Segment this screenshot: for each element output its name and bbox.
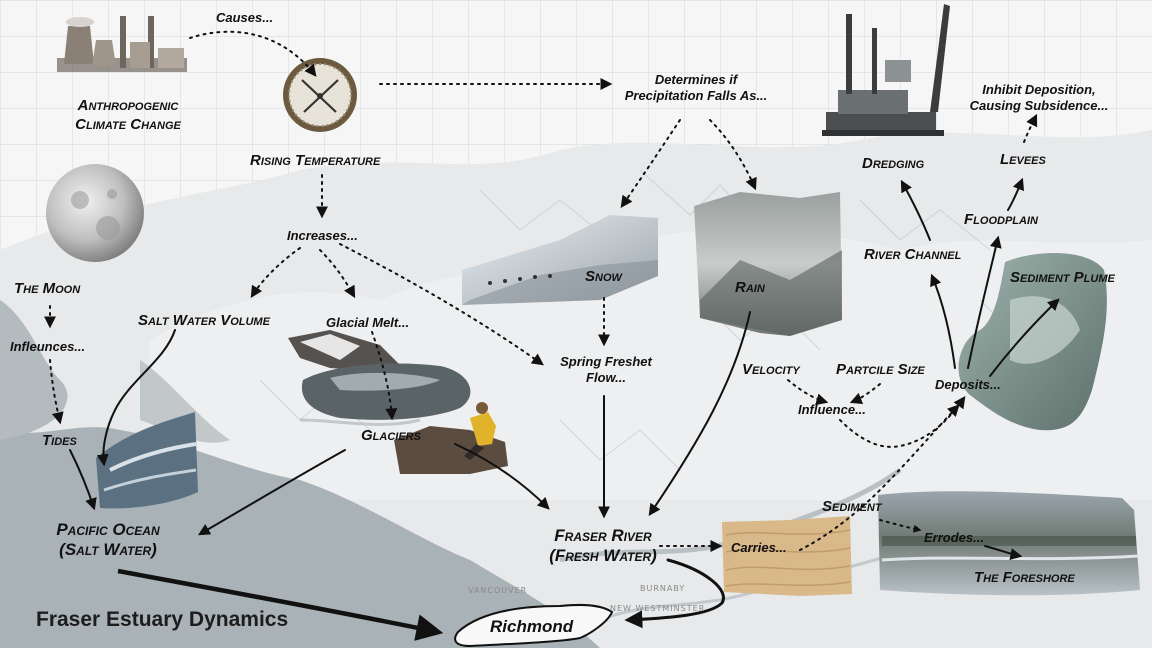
label-rising-temperature: Rising Temperature xyxy=(250,152,381,169)
arrow-influences-tides xyxy=(49,359,64,425)
label-velocity: Velocity xyxy=(742,361,800,378)
moon-image xyxy=(46,164,144,262)
label-salt-water: (Salt Water) xyxy=(59,540,157,559)
arrow-river-richmond xyxy=(624,558,725,629)
richmond-outline xyxy=(454,603,614,648)
glacier-image xyxy=(288,330,471,420)
arrow-inc-glacial xyxy=(319,249,356,299)
label-anthropogenic: Anthropogenic xyxy=(77,97,179,114)
label-determines-line1: Determines if xyxy=(654,72,738,87)
label-errodes: Errodes... xyxy=(924,530,984,545)
arrow-levees-inhibit xyxy=(1023,113,1038,143)
label-anthropogenic-climate-change: Anthropogenic Climate Change xyxy=(56,96,200,134)
label-climate-change: Climate Change xyxy=(75,116,181,133)
arrow-hiker-river xyxy=(454,443,550,510)
thermometer-image xyxy=(283,58,357,132)
arrow-errodes-foreshore xyxy=(984,545,1023,560)
label-fraser-river: Fraser River (Fresh Water) xyxy=(530,526,676,566)
dredger-image xyxy=(822,4,950,136)
arrow-causes xyxy=(189,30,317,77)
label-river-channel: River Channel xyxy=(864,246,962,263)
arrow-channel-dredging xyxy=(900,179,931,241)
label-carries: Carries... xyxy=(731,540,787,555)
arrow-saltwater-ocean xyxy=(96,329,176,467)
map-label-vancouver: VANCOUVER xyxy=(468,586,528,595)
label-causes: Causes... xyxy=(216,10,274,25)
label-pacific-ocean: Pacific Ocean (Salt Water) xyxy=(38,520,178,560)
label-snow: Snow xyxy=(585,268,622,285)
label-sediment-plume: Sediment Plume xyxy=(1010,269,1115,286)
arrow-velocity-influence xyxy=(787,379,829,406)
label-sediment: Sediment xyxy=(822,498,882,515)
label-glaciers: Glaciers xyxy=(361,427,421,444)
label-spring-freshet: Spring Freshet Flow... xyxy=(546,354,666,386)
label-tides: Tides xyxy=(42,432,77,449)
arrow-inc-freshet xyxy=(339,243,544,366)
power-plant-image xyxy=(57,16,187,72)
diagram-title: Fraser Estuary Dynamics xyxy=(36,608,289,631)
arrow-deposits-plume xyxy=(989,298,1060,377)
arrow-tides-ocean xyxy=(69,449,97,511)
arrow-glacial-glaciers xyxy=(371,331,398,421)
label-inhibit-deposition: Inhibit Deposition, Causing Subsidence..… xyxy=(966,82,1112,114)
hiker-image xyxy=(394,402,508,474)
label-particle-size: Partcile Size xyxy=(836,361,925,378)
label-floodplain: Floodplain xyxy=(964,211,1038,228)
label-glacial-melt: Glacial Melt... xyxy=(326,315,410,330)
map-label-burnaby: BURNABY xyxy=(640,584,686,593)
snow-image xyxy=(462,215,658,305)
arrow-floodplain-levees xyxy=(1007,177,1025,211)
label-spring-freshet-line1: Spring Freshet xyxy=(560,354,652,369)
arrow-rain-river xyxy=(648,311,751,516)
label-influence: Influence... xyxy=(798,402,866,417)
label-pacific-ocean-line1: Pacific Ocean xyxy=(56,520,160,539)
map-label-new-westminster: NEW WESTMINSTER xyxy=(610,604,706,613)
arrow-particle-influence xyxy=(849,383,881,405)
waves-image xyxy=(96,412,198,509)
label-determines-line2: Precipitation Falls As... xyxy=(624,88,768,103)
label-inhibit-line1: Inhibit Deposition, xyxy=(982,82,1096,97)
label-rain: Rain xyxy=(735,279,765,296)
foreshore-image xyxy=(878,491,1140,596)
label-levees: Levees xyxy=(1000,151,1046,168)
arrow-to-rain xyxy=(709,119,757,191)
label-the-foreshore: The Foreshore xyxy=(974,569,1075,586)
label-deposits: Deposits... xyxy=(935,377,1001,392)
arrow-glaciers-ocean xyxy=(197,449,346,536)
label-increases: Increases... xyxy=(287,228,358,243)
label-spring-freshet-line2: Flow... xyxy=(586,370,626,385)
arrow-ocean-richmond xyxy=(117,568,444,641)
arrow-carries-deposits xyxy=(799,404,960,551)
label-fresh-water: (Fresh Water) xyxy=(549,546,657,565)
rain-image xyxy=(694,192,842,336)
arrow-inc-saltwater xyxy=(250,247,301,299)
arrow-deposits-floodplain xyxy=(967,235,1002,369)
label-the-moon: The Moon xyxy=(14,280,81,297)
label-dredging: Dredging xyxy=(862,155,925,172)
label-salt-water-volume: Salt Water Volume xyxy=(138,312,270,329)
sand-image xyxy=(722,516,852,596)
arrow-sediment-errodes xyxy=(879,519,922,533)
label-fraser-river-line1: Fraser River xyxy=(554,526,652,545)
sediment-plume-image xyxy=(958,252,1107,431)
label-richmond: Richmond xyxy=(490,617,574,636)
arrow-deposits-river-channel xyxy=(930,273,956,369)
arrow-to-snow xyxy=(620,119,681,208)
label-influences: Infleunces... xyxy=(10,339,86,354)
label-inhibit-line2: Causing Subsidence... xyxy=(969,98,1109,113)
label-determines: Determines if Precipitation Falls As... xyxy=(610,72,782,104)
